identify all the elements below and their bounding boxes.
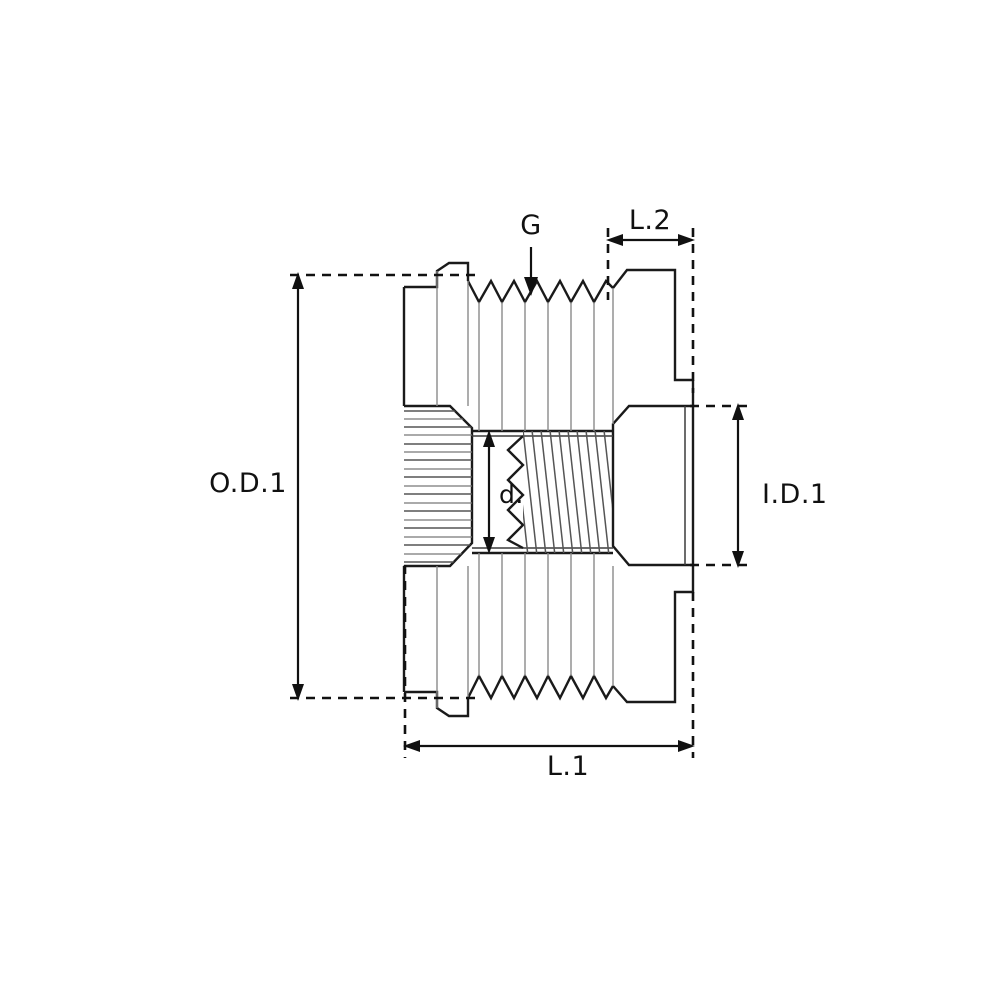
id1-arrow-bottom — [732, 551, 744, 568]
d-label: d. — [499, 480, 524, 509]
od1-arrow-bottom — [292, 684, 304, 701]
dimension-g: G — [520, 210, 541, 296]
upper-left-flange — [404, 261, 470, 289]
g-label: G — [520, 210, 541, 241]
d-arrow-top — [483, 430, 495, 447]
bottom-groove-profile — [466, 673, 615, 701]
lower-left-flange — [404, 690, 470, 718]
d-arrow-bottom — [483, 537, 495, 554]
g-arrow — [524, 277, 538, 296]
internal-thread-profile — [506, 435, 525, 550]
id1-arrow-top — [732, 403, 744, 420]
groove-lower-vlines — [436, 553, 614, 708]
thread-hatching — [523, 431, 612, 553]
l2-arrow-right — [678, 234, 695, 246]
od1-arrow-top — [292, 272, 304, 289]
l2-label: L.2 — [629, 205, 671, 236]
dimension-od1: O.D.1 — [209, 272, 304, 701]
top-groove-profile — [466, 278, 614, 305]
l1-label: L.1 — [547, 751, 589, 782]
id1-label: I.D.1 — [762, 479, 828, 510]
hub-bore-block — [611, 404, 695, 567]
l1-arrow-left — [403, 740, 420, 752]
dimension-l2: L.2 — [606, 205, 695, 246]
dimension-id1: I.D.1 — [732, 403, 828, 568]
dimension-l1: L.1 — [403, 740, 695, 782]
l2-arrow-left — [606, 234, 623, 246]
groove-upper-vlines — [436, 271, 614, 431]
l1-arrow-right — [678, 740, 695, 752]
od1-label: O.D.1 — [209, 468, 287, 499]
top-hub-shoulder — [612, 268, 693, 382]
dimension-d: d. — [483, 430, 524, 554]
knurl-hatching — [404, 410, 472, 563]
hub-right-lower-edge — [612, 565, 695, 704]
